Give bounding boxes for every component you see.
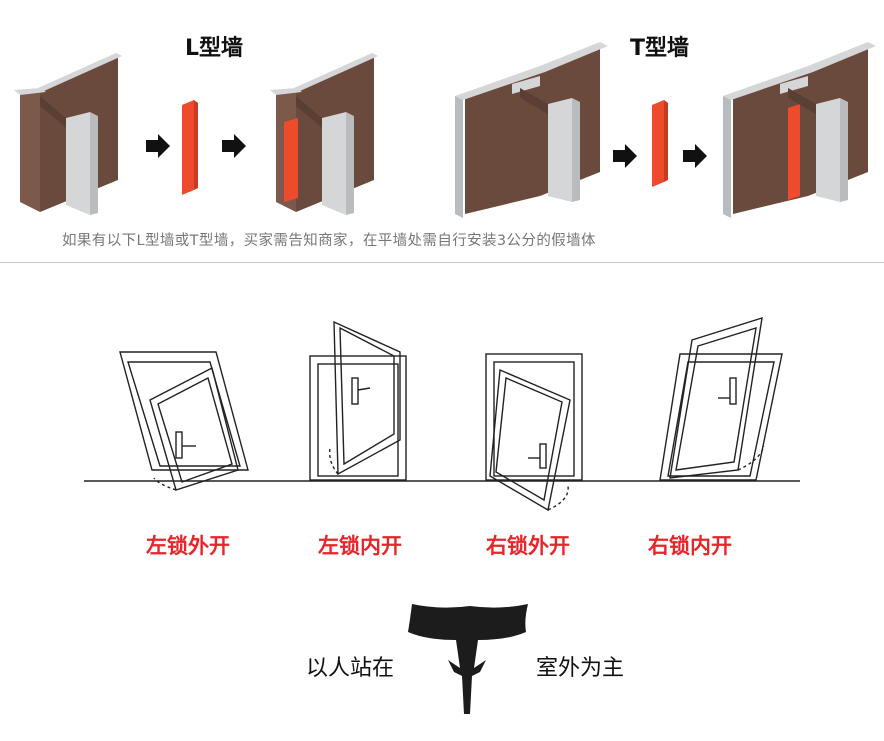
l-wall-before-illustration xyxy=(14,53,378,215)
door-label-left-lock-inward: 左锁内开 xyxy=(318,534,402,558)
l-wall-title: L型墙 xyxy=(185,36,244,61)
door-left-lock-outward xyxy=(119,351,249,491)
t-wall-title: T型墙 xyxy=(630,36,690,61)
person-top-view-icon xyxy=(408,604,528,714)
door-label-right-lock-outward: 右锁外开 xyxy=(486,534,570,558)
door-right-lock-inward xyxy=(659,316,783,481)
door-label-left-lock-outward: 左锁外开 xyxy=(146,534,230,558)
section-divider xyxy=(0,262,884,263)
wall-note: 如果有以下L型墙或T型墙，买家需告知商家，在平墙处需自行安装3公分的假墙体 xyxy=(62,233,596,249)
t-wall-illustration xyxy=(455,42,876,218)
footer-left-text: 以人站在 xyxy=(306,656,395,681)
door-label-right-lock-inward: 右锁内开 xyxy=(648,534,732,558)
door-left-lock-inward xyxy=(309,320,407,481)
footer-right-text: 室外为主 xyxy=(536,656,625,681)
door-right-lock-outward xyxy=(485,353,583,512)
